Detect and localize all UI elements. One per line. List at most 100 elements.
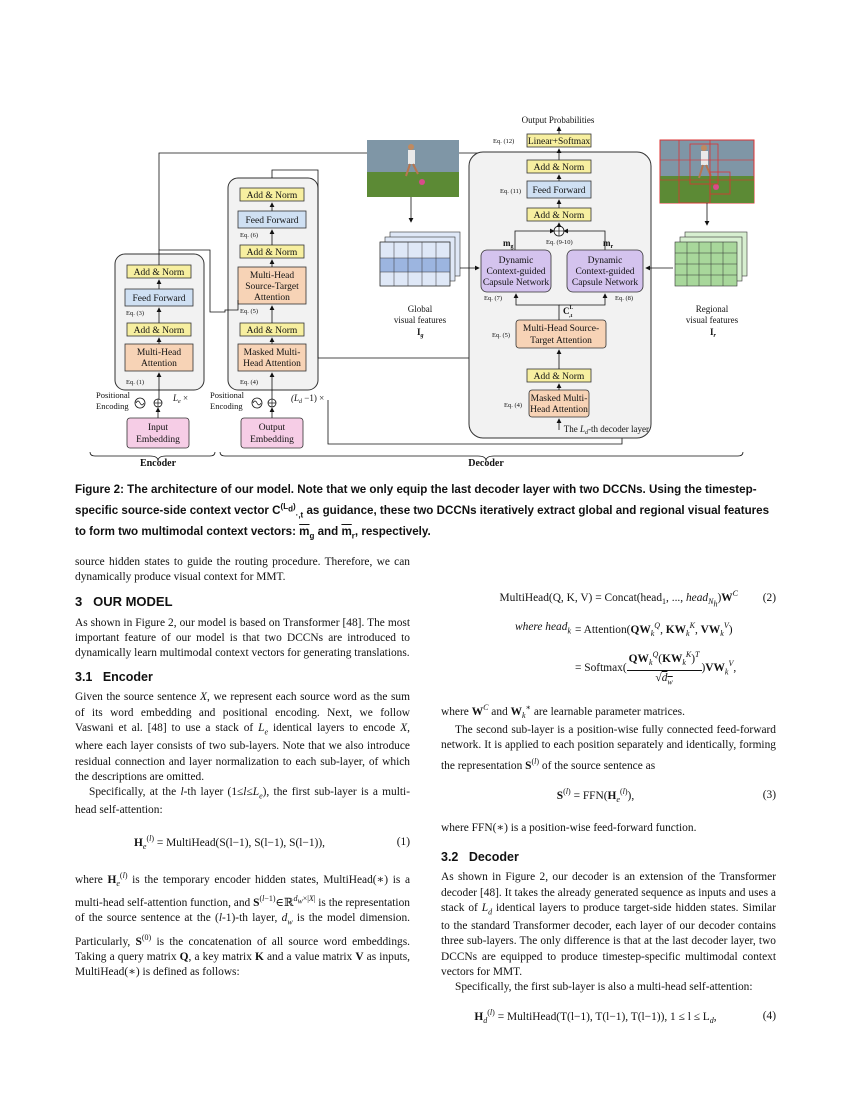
left-paragraph-3: Specifically, at the l-th layer (1≤l≤Le)… (75, 785, 410, 817)
dec-mhsta-label-3: Attention (254, 293, 290, 303)
encoder-mha-label-2: Attention (141, 359, 177, 369)
dccn-global-label-3: Capsule Network (483, 278, 549, 288)
input-embedding-label-2: Embedding (136, 435, 180, 445)
eq3-label: Eq. (3) (126, 310, 144, 317)
dccn-regional (566, 249, 644, 293)
global-label-1: Global (408, 304, 433, 314)
last-feed-forward-label: Feed Forward (532, 186, 585, 196)
equation-3: S(l) = FFN(He(l)), (3) (556, 786, 776, 804)
regional-label-3: Ir (710, 327, 717, 339)
dec-multi-head-source-target (237, 266, 307, 305)
last-add-norm-2-label: Add & Norm (534, 211, 585, 221)
dec-mhsta-label-2: Source-Target (245, 282, 299, 292)
eq11-label: Eq. (11) (500, 188, 521, 195)
regional-image (659, 139, 755, 204)
right-paragraph-3: where FFN(∗) is a position-wise feed-for… (441, 821, 697, 834)
dec-add-norm-1 (239, 187, 305, 202)
last-masked-label-1: Masked Multi- (531, 394, 588, 404)
equation-1: He(l) = MultiHead(S(l−1), S(l−1), S(l−1)… (134, 833, 410, 851)
dec-add-norm-3-label: Add & Norm (247, 326, 298, 336)
decoder-group-label: Decoder (468, 458, 504, 469)
section-3-heading: 3 OUR MODEL (75, 594, 173, 610)
decoder-brace (219, 451, 744, 462)
dccn-global-label-1: Dynamic (499, 256, 534, 266)
eq6-label: Eq. (6) (240, 232, 258, 239)
decoder-pos-enc-label-2: Encoding (210, 401, 243, 411)
equation-4-number: (4) (762, 1010, 776, 1023)
left-paragraph-2: Given the source sentence X, we represen… (75, 691, 411, 783)
regional-label-1: Regional (696, 304, 729, 314)
caption-mg: m (299, 525, 310, 539)
last-masked-label-2: Head Attention (530, 405, 588, 415)
last-add-norm-1-label: Add & Norm (534, 163, 585, 173)
context-vector-label: CL,t (563, 305, 574, 319)
equation-2: MultiHead(Q, K, V) = Concat(head1, ..., … (499, 589, 776, 687)
encoder-multi-head-attention (124, 343, 194, 372)
global-image (367, 140, 459, 197)
left-paragraph-1: As shown in Figure 2, our model is based… (75, 616, 410, 660)
eq1-label: Eq. (1) (126, 379, 144, 386)
encoder-group-label: Encoder (140, 458, 177, 469)
global-label-3: Ig (417, 327, 424, 339)
eq4-label-right: Eq. (4) (504, 402, 522, 409)
dec-feed-forward-label: Feed Forward (245, 216, 298, 226)
encoder-pos-enc-label-1: Positional (96, 390, 131, 400)
global-label-2: visual features (394, 315, 447, 325)
last-mhsta (515, 319, 607, 349)
regional-label-2: visual features (686, 315, 739, 325)
eq5-label-right: Eq. (5) (492, 332, 510, 339)
mr-label: mr (603, 238, 614, 250)
dec-add-norm-2-label: Add & Norm (247, 248, 298, 258)
global-feature-grid (379, 231, 461, 287)
equation-2-number: (2) (762, 592, 776, 605)
last-add-norm-3-label: Add & Norm (534, 372, 585, 382)
input-embedding-label-1: Input (148, 423, 168, 433)
caption-mr: m (341, 525, 352, 539)
encoder-brace (89, 451, 216, 462)
dccn-global-label-2: Context-guided (486, 267, 545, 277)
eq12-label: Eq. (12) (493, 138, 514, 145)
caption-text-1: Figure 2: The architecture of our model.… (75, 483, 757, 517)
dccn-regional-label-1: Dynamic (588, 256, 623, 266)
right-column: MultiHead(Q, K, V) = Concat(head1, ..., … (441, 580, 776, 1038)
dccn-regional-label-2: Context-guided (575, 267, 634, 277)
encoder-mha-label-1: Multi-Head (137, 348, 182, 358)
encoder-layer-count: Le × (172, 393, 188, 405)
equation-3-number: (3) (762, 788, 776, 801)
encoder-add-norm-bottom-label: Add & Norm (134, 326, 185, 336)
mg-label: mg (503, 238, 514, 250)
caption-context-vector: C(Ld)·,t (272, 502, 304, 520)
architecture-diagram: Add & Norm Feed Forward Eq. (3) Add & No… (89, 115, 755, 469)
dec-add-norm-1-label: Add & Norm (247, 191, 298, 201)
last-mhsta-label-1: Multi-Head Source- (523, 324, 599, 334)
output-embedding-label-1: Output (259, 423, 286, 433)
encoder-pos-enc-label-2: Encoding (96, 401, 129, 411)
figure-caption: Figure 2: The architecture of our model.… (75, 483, 770, 541)
caption-text-2: as guidance, these two DCCNs iteratively… (75, 503, 770, 539)
dec-masked-mha (237, 343, 307, 372)
left-column: source hidden states to guide the routin… (75, 555, 410, 980)
eq910-label: Eq. (9-10) (546, 239, 573, 246)
equation-1-number: (1) (396, 835, 410, 848)
output-embedding-label-2: Embedding (250, 435, 294, 445)
equation-4: Hd(l) = MultiHead(T(l−1), T(l−1), T(l−1)… (474, 1008, 776, 1026)
eq7-label: Eq. (7) (484, 295, 502, 302)
last-decoder-layer-label: The Ld-th decoder layer (564, 424, 649, 436)
decoder-layer-count: (Ld −1) × (291, 393, 324, 405)
dec-masked-label-2: Head Attention (243, 359, 301, 369)
output-probabilities-label: Output Probabilities (522, 115, 595, 125)
eq8-label: Eq. (8) (615, 295, 633, 302)
linear-softmax-label: Linear+Softmax (528, 136, 591, 147)
dccn-global (480, 249, 552, 293)
last-add-norm-1 (526, 159, 592, 174)
decoder-pos-enc-label-1: Positional (210, 390, 245, 400)
left-paragraph-0: source hidden states to guide the routin… (75, 556, 410, 584)
left-paragraph-4: where He(l) is the temporary encoder hid… (75, 870, 410, 978)
right-paragraph-4: As shown in Figure 2, our decoder is an … (441, 871, 776, 978)
right-paragraph-2: The second sub-layer is a position-wise … (441, 724, 776, 772)
right-paragraph-5: Specifically, the first sub-layer is als… (455, 981, 753, 993)
section-3-1-heading: 3.1 Encoder (75, 670, 153, 685)
dec-masked-label-1: Masked Multi- (244, 348, 301, 358)
section-3-2-heading: 3.2 Decoder (441, 850, 519, 865)
dccn-regional-label-3: Capsule Network (572, 278, 638, 288)
